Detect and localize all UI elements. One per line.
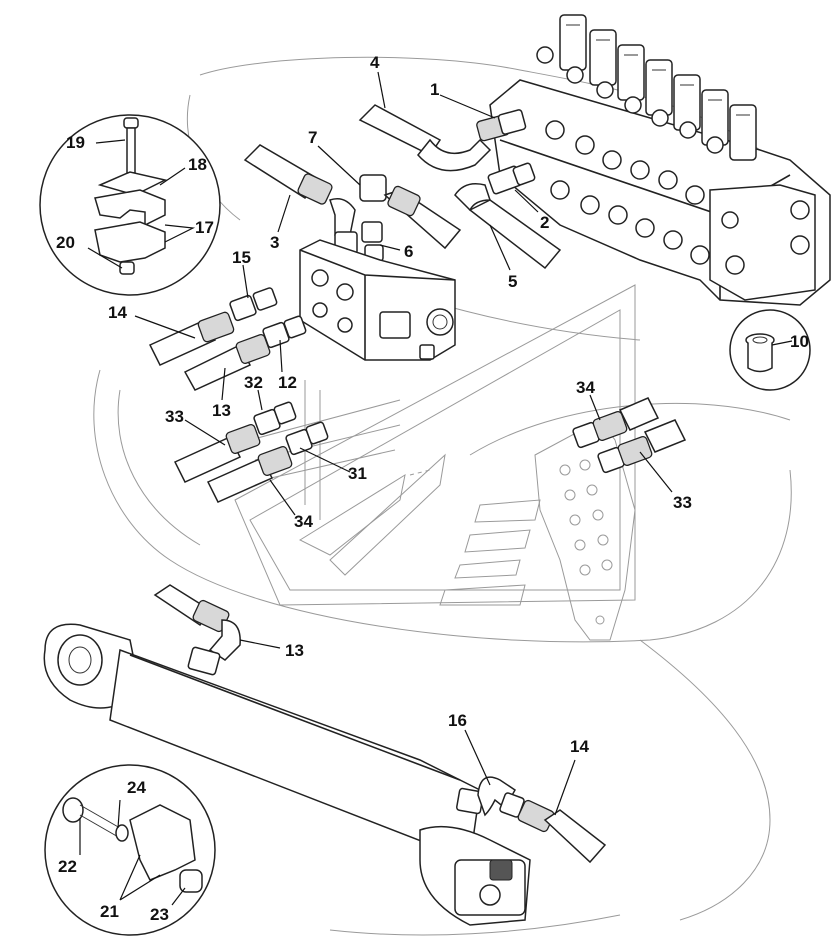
callout-33-left: 33 bbox=[165, 407, 184, 426]
callout-22: 22 bbox=[58, 857, 77, 876]
hose-14-lower bbox=[517, 799, 607, 864]
callout-20: 20 bbox=[56, 233, 75, 252]
valve-port-fittings bbox=[536, 46, 724, 265]
fitting-31 bbox=[285, 421, 329, 456]
fitting-32 bbox=[253, 401, 297, 436]
callout-32: 32 bbox=[244, 373, 263, 392]
callout-2: 2 bbox=[540, 213, 549, 232]
hose-33-right bbox=[597, 419, 687, 474]
callout-13-upper: 13 bbox=[212, 401, 231, 420]
callout-5: 5 bbox=[508, 272, 517, 291]
callout-15: 15 bbox=[232, 248, 251, 267]
hose-34-left bbox=[206, 446, 293, 503]
fitting-12 bbox=[262, 315, 307, 349]
main-control-valve-bank bbox=[489, 14, 831, 306]
chassis-chevron-frame bbox=[234, 284, 636, 606]
callout-labels: 1 4 2 5 7 3 6 10 15 14 12 13 32 33 31 34… bbox=[56, 53, 809, 924]
callout-14-upper: 14 bbox=[108, 303, 127, 322]
detail-circle-clamp-upper bbox=[39, 114, 221, 296]
leader-lines bbox=[79, 71, 793, 906]
hose-33-left bbox=[173, 424, 261, 483]
hydraulic-cylinder bbox=[43, 623, 531, 926]
auxiliary-valve-block bbox=[299, 239, 456, 361]
hose-14-upper bbox=[148, 311, 235, 366]
elbow-fitting-7 bbox=[329, 174, 462, 250]
hose-4 bbox=[358, 104, 510, 172]
callout-13-lower: 13 bbox=[285, 641, 304, 660]
callout-19: 19 bbox=[66, 133, 85, 152]
callout-18: 18 bbox=[188, 155, 207, 174]
detail-circle-clamp-lower bbox=[44, 764, 216, 936]
fitting-2 bbox=[487, 162, 536, 195]
callout-24: 24 bbox=[127, 778, 146, 797]
hose-5 bbox=[454, 183, 562, 270]
detail-circle-cap-10 bbox=[729, 309, 811, 391]
fitting-15 bbox=[229, 287, 278, 322]
hose-13-lower bbox=[153, 584, 241, 676]
hose-34-right bbox=[572, 397, 660, 449]
hose-3 bbox=[243, 144, 333, 205]
callout-21: 21 bbox=[100, 902, 119, 921]
callout-14-lower: 14 bbox=[570, 737, 589, 756]
callout-6: 6 bbox=[404, 242, 413, 261]
callout-34-right: 34 bbox=[576, 378, 595, 397]
mounting-plate bbox=[534, 419, 636, 641]
callout-23: 23 bbox=[150, 905, 169, 924]
callout-12: 12 bbox=[278, 373, 297, 392]
hose-13-upper bbox=[183, 334, 271, 391]
callout-31: 31 bbox=[348, 464, 367, 483]
callout-10: 10 bbox=[790, 332, 809, 351]
callout-34-lower: 34 bbox=[294, 512, 313, 531]
callout-33-right: 33 bbox=[673, 493, 692, 512]
callout-1: 1 bbox=[430, 80, 439, 99]
elbow-fitting-16 bbox=[455, 776, 525, 818]
callout-4: 4 bbox=[370, 53, 380, 72]
callout-3: 3 bbox=[270, 233, 279, 252]
callout-7: 7 bbox=[308, 128, 317, 147]
fitting-1 bbox=[497, 109, 527, 135]
callout-16: 16 bbox=[448, 711, 467, 730]
callout-17: 17 bbox=[195, 218, 214, 237]
